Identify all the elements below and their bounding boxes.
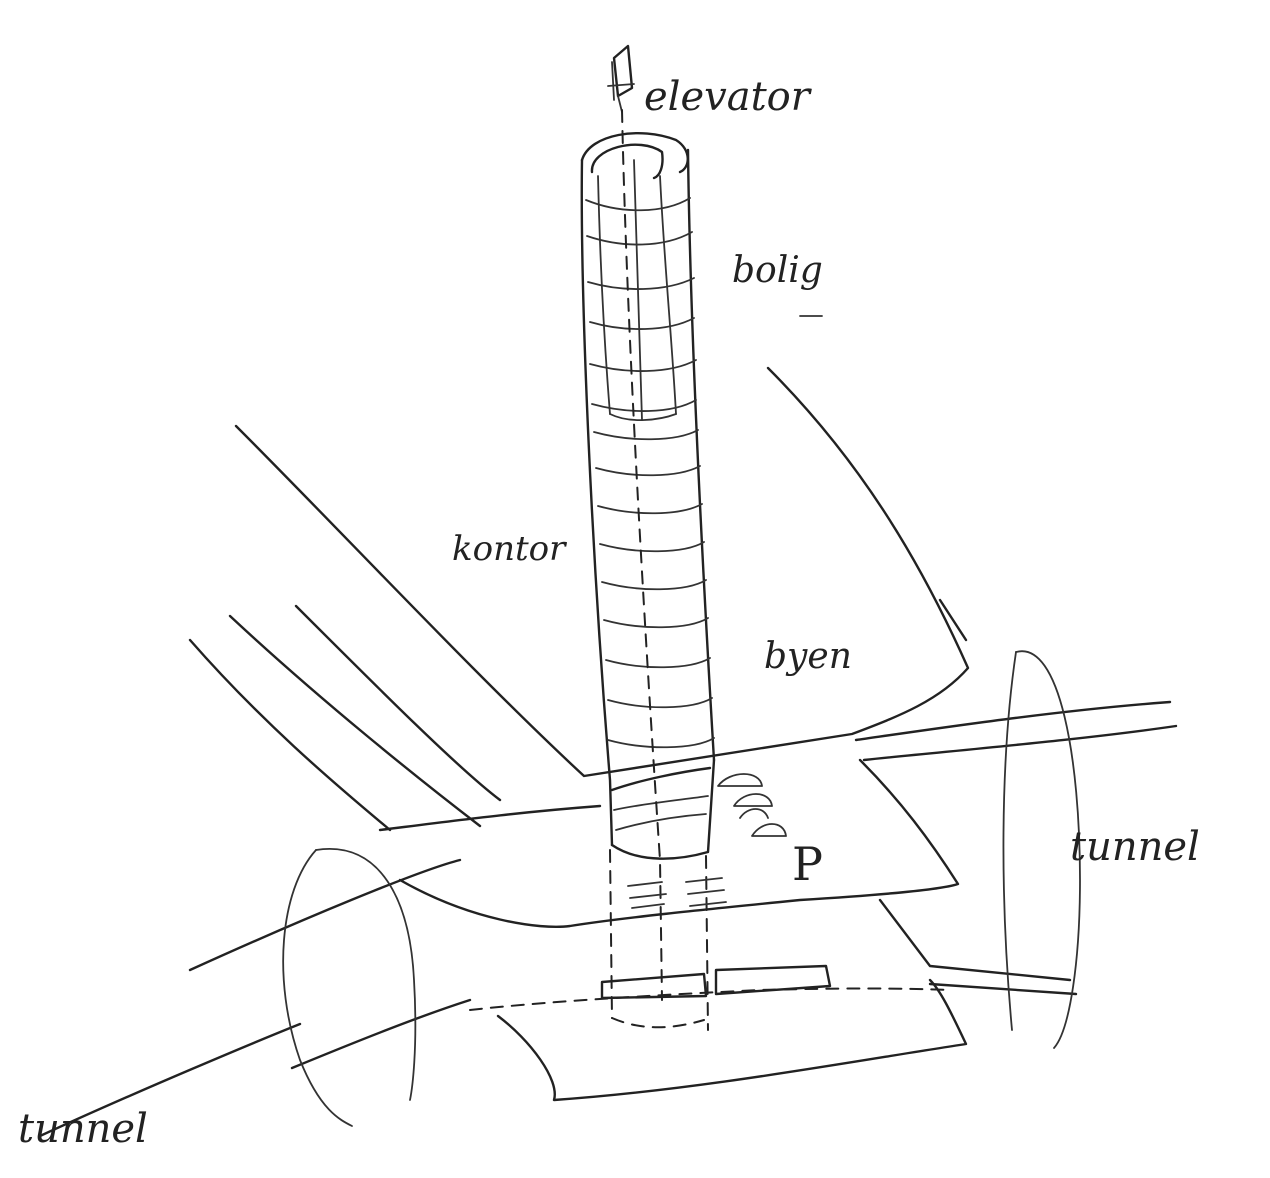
label-parking: P — [792, 837, 823, 891]
tunnel-ellipse-right — [1002, 650, 1081, 1049]
label-bolig: bolig — [732, 250, 823, 291]
label-tunnel-left: tunnel — [18, 1106, 148, 1152]
label-kontor: kontor — [452, 529, 567, 569]
city-plate — [188, 366, 970, 832]
label-byen: byen — [764, 636, 852, 677]
tunnel-ellipse-left — [282, 848, 417, 1127]
elevator-cabin — [607, 44, 635, 113]
label-tunnel-right: tunnel — [1070, 824, 1200, 870]
parking-deck — [378, 700, 1178, 982]
tunnel-plate — [38, 858, 1078, 1138]
label-elevator: elevator — [644, 74, 813, 120]
tower — [580, 109, 716, 1031]
